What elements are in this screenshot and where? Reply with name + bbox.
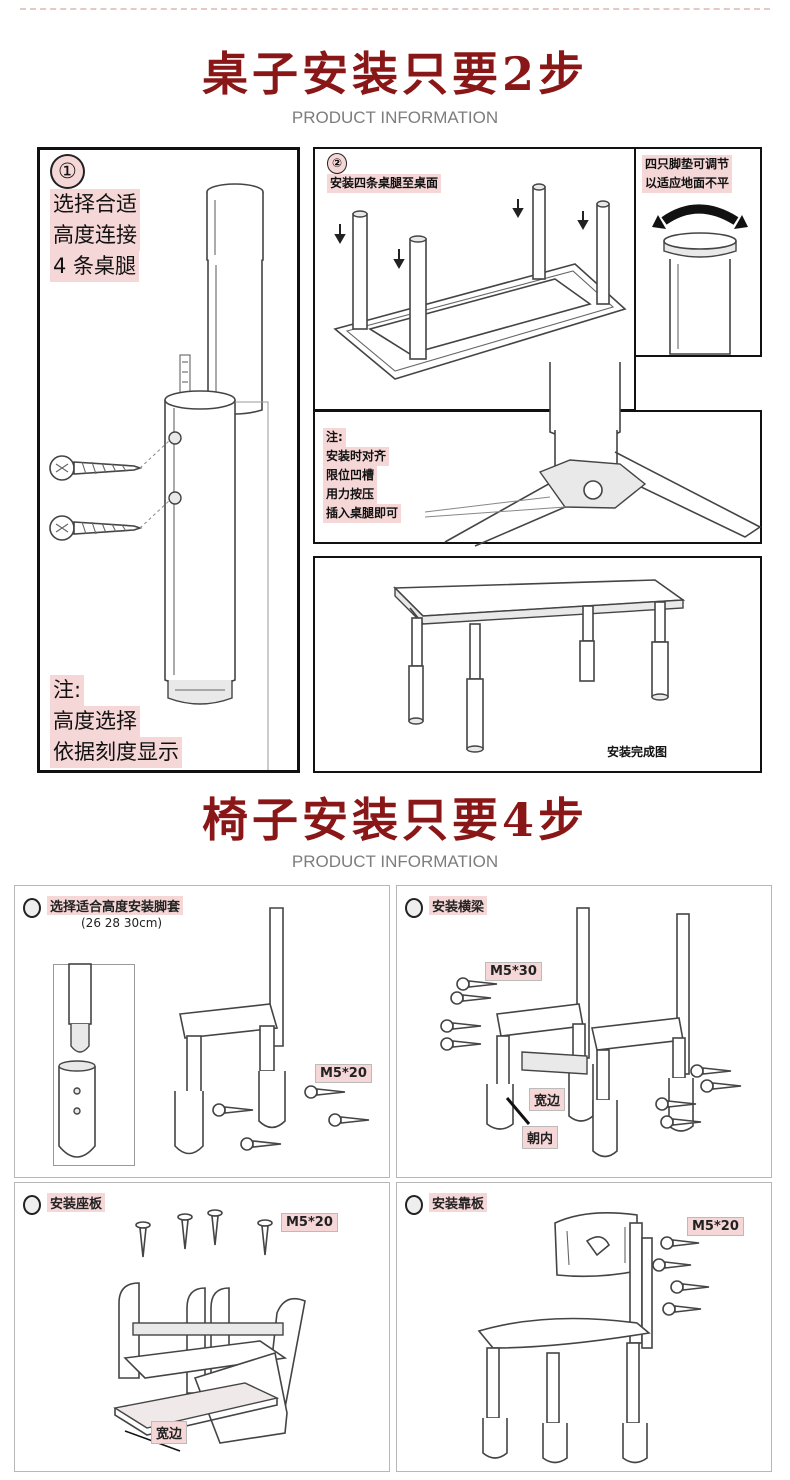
step2-caption: 安装四条桌腿至桌面 — [327, 174, 442, 193]
chair-step4-header: 安装靠板 — [405, 1193, 488, 1215]
note2-line-2: 限位凹槽 — [323, 466, 378, 485]
step1-text: ① 选择合适 高度连接 4 条桌腿 — [50, 154, 140, 282]
chair-step2-inward: 朝内 — [522, 1126, 559, 1149]
pads-line-2: 以适应地面不平 — [642, 174, 733, 193]
chair-step3-caption: 安装座板 — [47, 1193, 106, 1212]
table-section-title: 桌子安装只要2步 — [201, 47, 588, 101]
chair-step3-panel: 安装座板 M5*20 宽边 — [14, 1182, 390, 1472]
step1-note-label: 注: — [50, 675, 85, 706]
note2-label: 注: — [323, 428, 346, 447]
step2-header: ② 安装四条桌腿至桌面 — [327, 153, 442, 193]
chair-step2-wide-side: 宽边 — [529, 1088, 566, 1111]
step-badge-icon — [405, 897, 423, 918]
note2-line-3: 用力按压 — [323, 485, 378, 504]
chair-step4-screw-label: M5*20 — [687, 1217, 744, 1236]
note2-text: 注: 安装时对齐 限位凹槽 用力按压 插入桌腿即可 — [323, 428, 402, 523]
chair-step3-screw-label: M5*20 — [281, 1213, 338, 1232]
foot-cover-detail-box — [53, 964, 135, 1166]
chair-step3-illustration — [113, 1209, 306, 1452]
step-badge-icon — [405, 1194, 423, 1215]
top-divider — [20, 8, 770, 10]
note2-line-1: 安装时对齐 — [323, 447, 390, 466]
table-leg-illustration — [49, 183, 269, 770]
chair-step1-illustration — [58, 907, 370, 1158]
step1-number: ① — [50, 154, 85, 189]
step1-note: 注: 高度选择 依据刻度显示 — [50, 675, 182, 768]
chair-step1-header: 选择适合高度安装脚套 — [23, 896, 184, 918]
finished-panel: 安装完成图 — [313, 556, 762, 773]
chair-step2-header: 安装横梁 — [405, 896, 488, 918]
chair-step4-caption: 安装靠板 — [429, 1193, 488, 1212]
chair-section-title: 椅子安装只要4步 — [201, 793, 588, 847]
chair-step2-panel: 安装横梁 M5*30 宽边 朝内 — [396, 885, 772, 1178]
chair-step1-sub: (26 28 30cm) — [81, 916, 163, 930]
table-section-subtitle: PRODUCT INFORMATION — [291, 108, 499, 127]
pads-text: 四只脚垫可调节 以适应地面不平 — [642, 155, 733, 193]
pads-panel: 四只脚垫可调节 以适应地面不平 — [634, 147, 762, 357]
chair-step2-caption: 安装横梁 — [429, 896, 488, 915]
step1-line-1: 选择合适 — [50, 189, 140, 220]
chair-step2-illustration — [440, 907, 742, 1158]
finished-table-illustration — [393, 579, 686, 753]
chair-section-subtitle: PRODUCT INFORMATION — [291, 852, 499, 871]
chair-step4-panel: 安装靠板 M5*20 — [396, 1182, 772, 1472]
finished-caption: 安装完成图 — [607, 745, 668, 759]
step1-note-line-1: 高度选择 — [50, 706, 140, 737]
chair-step3-header: 安装座板 — [23, 1193, 106, 1215]
chair-step4-illustration — [477, 1211, 710, 1464]
note2-line-4: 插入桌腿即可 — [323, 504, 402, 523]
step-badge-icon — [23, 1194, 41, 1215]
chair-step1-screw-label: M5*20 — [315, 1064, 372, 1083]
step1-line-3: 4 条桌腿 — [50, 251, 140, 282]
note2-panel: 注: 安装时对齐 限位凹槽 用力按压 插入桌腿即可 — [313, 362, 762, 547]
chair-step2-screw-label: M5*30 — [485, 962, 542, 981]
step1-line-2: 高度连接 — [50, 220, 140, 251]
step-badge-icon — [23, 897, 41, 918]
step1-note-line-2: 依据刻度显示 — [50, 737, 182, 768]
foot-pad-illustration — [652, 204, 748, 355]
step2-number: ② — [327, 153, 348, 174]
chair-step1-caption: 选择适合高度安装脚套 — [47, 896, 184, 915]
chair-step3-wide-side: 宽边 — [151, 1421, 188, 1444]
pads-line-1: 四只脚垫可调节 — [642, 155, 733, 174]
table-top-illustration — [333, 183, 627, 380]
corner-bracket-illustration — [424, 362, 762, 547]
chair-step1-panel: 选择适合高度安装脚套 (26 28 30cm) M5*20 — [14, 885, 390, 1178]
step1-panel: ① 选择合适 高度连接 4 条桌腿 — [37, 147, 300, 773]
